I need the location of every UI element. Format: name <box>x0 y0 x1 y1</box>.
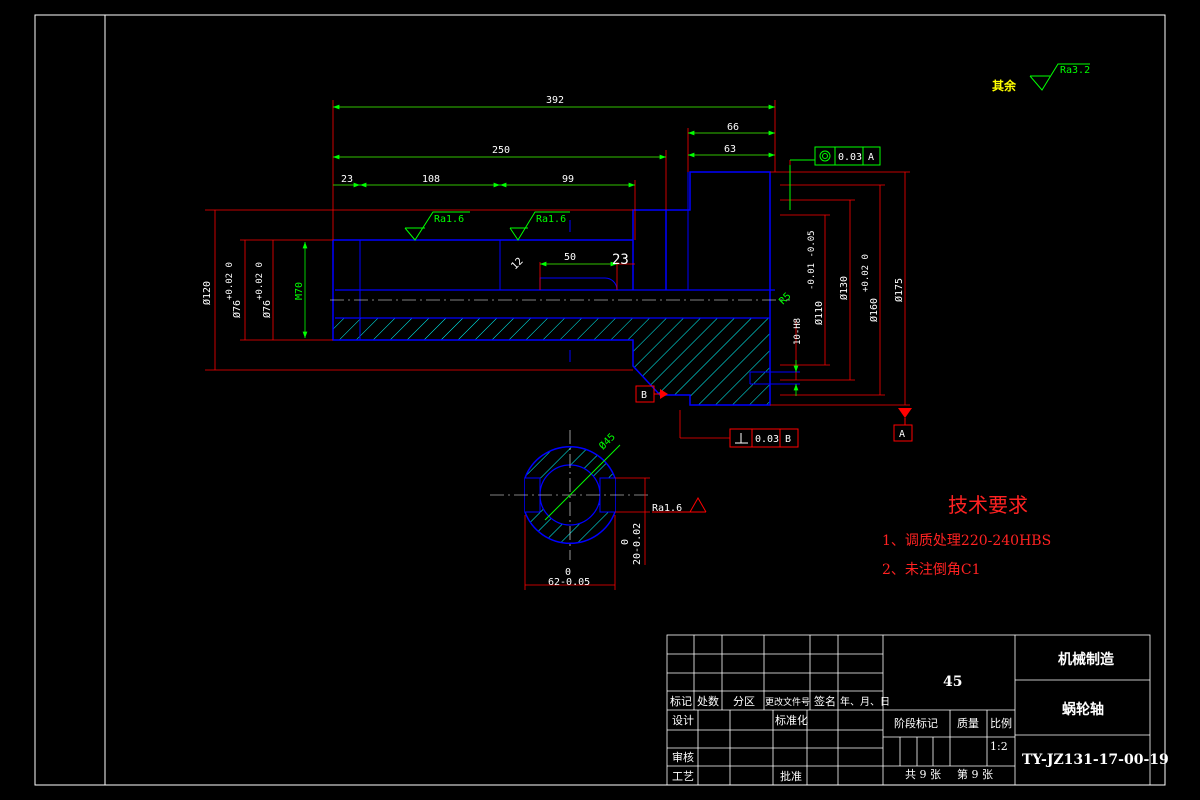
sec-62: 62-0.05 <box>548 577 590 588</box>
tb-drawing-no: TY-JZ131-17-00-19 <box>1022 752 1169 768</box>
dim-23b: 23 <box>612 252 629 268</box>
tb-h-date: 年、月、日 <box>840 695 890 708</box>
dim-dia160: Ø160 <box>868 298 880 322</box>
dim-dia76b: Ø76 <box>261 300 273 318</box>
tb-h-doc: 更改文件号 <box>765 696 810 708</box>
tb-process: 工艺 <box>672 770 694 783</box>
gdt-concentricity-value: 0.03 <box>838 152 862 163</box>
gdt-perp-datum: B <box>785 434 791 445</box>
roughness-shaft <box>404 211 570 241</box>
dim-23: 23 <box>341 174 353 185</box>
tech-requirements-title: 技术要求 <box>948 493 1028 517</box>
tb-standardize: 标准化 <box>775 713 808 727</box>
dim-50: 50 <box>564 252 576 263</box>
green-dimension-lines <box>302 104 799 396</box>
tb-h-sign: 签名 <box>814 694 836 708</box>
tb-sheet-no: 第 9 张 <box>957 767 993 781</box>
roughness-other: 其余 Ra3.2 <box>992 63 1090 93</box>
tb-sheets-total: 共 9 张 <box>905 768 941 781</box>
tb-weight: 质量 <box>957 717 979 730</box>
sec-dia45: Ø45 <box>597 431 618 452</box>
roughness-other-label: 其余 <box>992 78 1017 93</box>
tb-h-count: 处数 <box>697 695 719 708</box>
tb-approve: 批准 <box>780 769 802 783</box>
dim-dia110: Ø110 <box>813 301 825 325</box>
dim-dia120: Ø120 <box>201 281 213 305</box>
shaft-main-view <box>330 171 800 406</box>
title-block <box>666 634 1151 786</box>
dim-dia76a: Ø76 <box>231 300 243 318</box>
tb-scale-value: 1:2 <box>990 740 1008 753</box>
tb-h-zone: 分区 <box>733 695 755 708</box>
tech-requirement-2: 2、未注倒角C1 <box>882 562 981 578</box>
gdt-concentricity-datum: A <box>868 152 874 163</box>
tb-scale: 比例 <box>990 716 1012 730</box>
dim-dia130: Ø130 <box>838 276 850 300</box>
sec-roughness: Ra1.6 <box>652 503 682 514</box>
dim-dia110-tol: -0.01 -0.05 <box>807 230 817 290</box>
gdt-perp-value: 0.03 <box>755 434 779 445</box>
datum-b-label: B <box>641 390 647 401</box>
sec-62-top: 0 <box>565 567 571 578</box>
dim-63: 63 <box>724 144 736 155</box>
dim-66: 66 <box>727 122 739 133</box>
dim-dia175: Ø175 <box>893 278 905 302</box>
dim-m70: M70 <box>294 282 305 300</box>
dim-dia76b-tol: +0.02 0 <box>255 262 265 300</box>
gdt-concentricity <box>789 146 881 210</box>
dim-dia76a-tol: +0.02 0 <box>225 262 235 300</box>
tb-material: 45 <box>943 674 962 690</box>
datum-a-label: A <box>899 429 905 440</box>
dim-392: 392 <box>546 95 564 106</box>
dim-10h8: 10-H8 <box>793 318 803 345</box>
sec-20: 20-0.02 <box>632 523 643 565</box>
tech-requirement-1: 1、调质处理220-240HBS <box>882 533 1051 549</box>
tb-part-name: 蜗轮轴 <box>1062 701 1104 718</box>
dim-r5: R5 <box>777 291 793 307</box>
dimension-lines <box>205 100 910 439</box>
datum-a-marker <box>893 408 913 442</box>
dim-dia160-tol: +0.02 0 <box>861 254 871 292</box>
tb-design: 设计 <box>672 714 694 727</box>
dim-99: 99 <box>562 174 574 185</box>
roughness-ra-a: Ra1.6 <box>434 214 464 225</box>
dim-12: 12 <box>509 256 525 272</box>
roughness-other-value: Ra3.2 <box>1060 65 1090 76</box>
tb-stage-mark: 阶段标记 <box>894 716 938 730</box>
sec-20-top: 0 <box>620 539 631 545</box>
dim-108: 108 <box>422 174 440 185</box>
tb-company: 机械制造 <box>1058 651 1114 668</box>
dim-250: 250 <box>492 145 510 156</box>
gdt-perpendicularity <box>729 428 799 448</box>
datum-b-marker <box>635 385 668 403</box>
drawing-frame <box>34 14 1166 786</box>
cross-section-view <box>490 430 707 590</box>
tb-h-mark: 标记 <box>670 694 692 708</box>
roughness-ra-b: Ra1.6 <box>536 214 566 225</box>
tb-review: 审核 <box>672 750 694 764</box>
